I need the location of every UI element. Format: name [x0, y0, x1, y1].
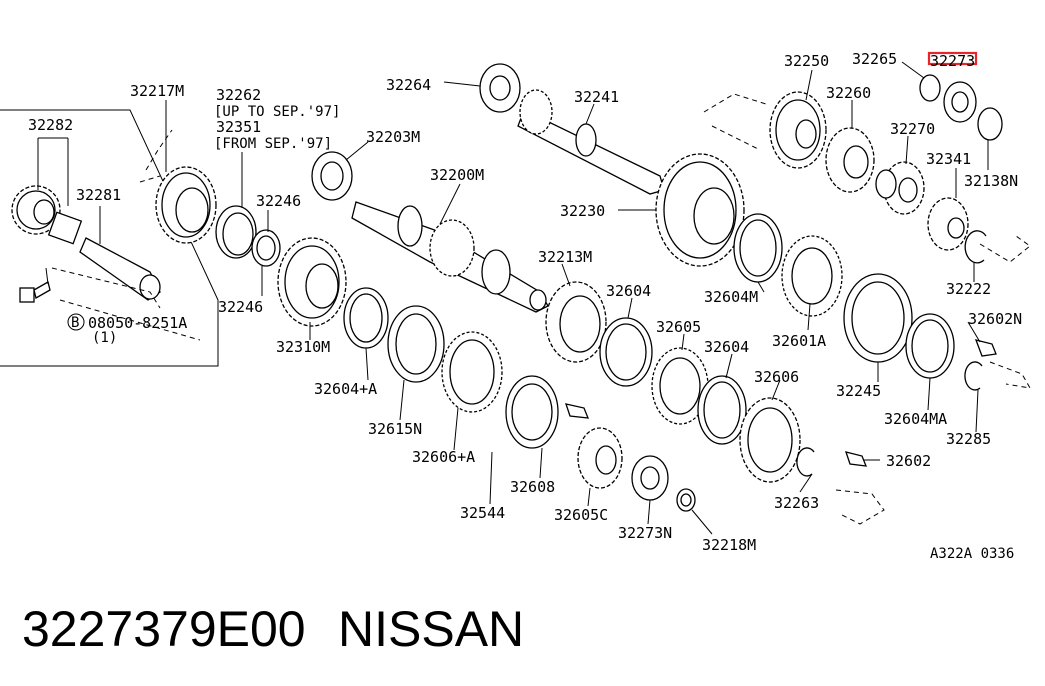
label-32351: 32351: [216, 118, 261, 136]
label-32605: 32605: [656, 318, 701, 336]
label-32217M: 32217M: [130, 82, 184, 100]
part-32310M-gear: [277, 237, 347, 327]
part-32250-gear: [769, 91, 827, 169]
part-32245-sleeve: [843, 273, 913, 363]
brand-title: NISSAN: [338, 601, 524, 657]
label-32606: 32606: [754, 368, 799, 386]
part-32213M-gear: [545, 281, 607, 363]
label-32310M: 32310M: [276, 338, 330, 356]
part-32602N-key: [974, 339, 997, 357]
part-32606-gear: [739, 397, 801, 483]
part-32246-ring: [251, 229, 281, 267]
diagram-code: A322A 0336: [930, 546, 1014, 562]
label-32222: 32222: [946, 280, 991, 298]
label-32270: 32270: [890, 120, 935, 138]
part-32262-ring: [215, 205, 257, 259]
label-from-sep97: [FROM SEP.'97]: [214, 136, 332, 152]
part-32282-gear: [11, 185, 83, 245]
part-32260-gear: [825, 127, 875, 193]
label-up-to-sep97: [UP TO SEP.'97]: [214, 104, 340, 120]
label-32262: 32262: [216, 86, 261, 104]
label-32604-a: 32604: [606, 282, 651, 300]
label-32604MA: 32604MA: [884, 410, 947, 428]
part-32138N-ring: [977, 107, 1003, 141]
part-32615N-ring: [387, 305, 445, 383]
part-32273-bearing: [943, 81, 977, 123]
label-32601A: 32601A: [772, 332, 826, 350]
label-32281: 32281: [76, 186, 121, 204]
part-32601A-hub: [781, 235, 843, 317]
label-32260: 32260: [826, 84, 871, 102]
label-32138N: 32138N: [964, 172, 1018, 190]
part-32604-ring-a: [599, 317, 653, 387]
label-32544: 32544: [460, 504, 505, 522]
part-32264-bearing: [479, 63, 521, 113]
part-32341-gear: [927, 197, 969, 251]
label-32265: 32265: [852, 50, 897, 68]
part-labels: 32273 32265 32250 32260 32270 32341 3213…: [28, 50, 1022, 554]
label-32203M: 32203M: [366, 128, 420, 146]
part-32606A-gear: [441, 331, 503, 413]
part-32281-shaft: [79, 237, 161, 301]
part-32285-clip: [964, 361, 983, 391]
label-32273N: 32273N: [618, 524, 672, 542]
label-32213M: 32213M: [538, 248, 592, 266]
label-32602: 32602: [886, 452, 931, 470]
label-32604A: 32604+A: [314, 380, 377, 398]
part-32544-ring: [505, 375, 559, 449]
part-32218M-washer: [676, 488, 696, 512]
label-08050-8251A: 08050-8251A: [88, 314, 187, 332]
part-32265-washer: [919, 74, 941, 102]
part-32230-gear: [655, 153, 745, 267]
label-32605C: 32605C: [554, 506, 608, 524]
label-32604-b: 32604: [704, 338, 749, 356]
part-32605-sleeve: [651, 347, 709, 425]
label-32604M: 32604M: [704, 288, 758, 306]
part-bolt-08050: [19, 267, 51, 303]
part-32604-ring-b: [697, 375, 747, 445]
part-32604A-ring: [343, 287, 389, 349]
label-32606A: 32606+A: [412, 448, 475, 466]
part-32222-clip: [964, 230, 987, 264]
b-circle-icon: [67, 313, 85, 331]
label-32264: 32264: [386, 76, 431, 94]
part-spacer: [875, 169, 897, 199]
label-32282: 32282: [28, 116, 73, 134]
part-32602-key: [845, 451, 868, 467]
part-32608-key: [565, 403, 590, 419]
label-32602N: 32602N: [968, 310, 1022, 328]
part-32604M-ring: [733, 213, 783, 283]
label-32250: 32250: [784, 52, 829, 70]
label-32230: 32230: [560, 202, 605, 220]
label-32246-b: 32246: [218, 298, 263, 316]
b-letter: B: [71, 315, 79, 331]
label-32273: 32273: [930, 52, 975, 70]
label-qty-1: (1): [92, 330, 117, 346]
subassembly-box: [0, 109, 219, 367]
label-32285: 32285: [946, 430, 991, 448]
part-32604MA-ring: [905, 313, 955, 379]
label-32341: 32341: [926, 150, 971, 168]
part-32273N-bearing: [631, 455, 669, 501]
leader-lines: [37, 61, 989, 535]
label-32246-a: 32246: [256, 192, 301, 210]
part-32217M-gear: [155, 166, 217, 244]
label-32608: 32608: [510, 478, 555, 496]
part-32605C-gear: [577, 427, 623, 489]
part-32200M-shaft: [351, 201, 549, 313]
label-32241: 32241: [574, 88, 619, 106]
part-32203M-bearing: [311, 151, 353, 201]
highlight-box: [927, 51, 978, 66]
label-32263: 32263: [774, 494, 819, 512]
label-32200M: 32200M: [430, 166, 484, 184]
part-32263-clip: [796, 447, 815, 477]
label-32245: 32245: [836, 382, 881, 400]
part-number-title: 3227379E00: [22, 601, 306, 657]
label-32218M: 32218M: [702, 536, 756, 554]
label-32615N: 32615N: [368, 420, 422, 438]
